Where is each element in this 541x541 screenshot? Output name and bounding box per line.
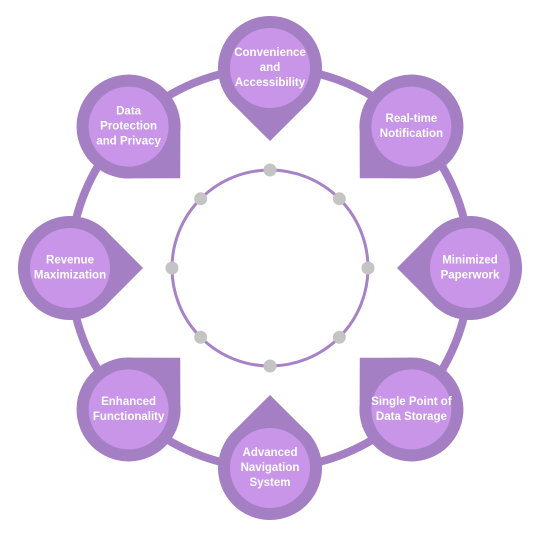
benefit-label-line: Revenue <box>46 255 94 267</box>
ring-dots <box>165 163 375 373</box>
ring-dot <box>194 192 208 206</box>
benefit-storage: Single Point of Data Storage <box>359 357 464 462</box>
connector-arc <box>437 162 468 221</box>
petal-shape <box>218 395 322 521</box>
connector-arc <box>317 70 376 101</box>
petal-inner <box>88 86 169 167</box>
petal-inner <box>371 369 452 450</box>
benefit-label-line: Accessibility <box>235 77 306 89</box>
petal-inner <box>371 86 452 167</box>
benefit-label-line: Maximization <box>34 270 106 282</box>
connector-arc <box>164 70 223 101</box>
petal-shape <box>359 357 464 462</box>
benefit-label-line: Functionality <box>93 411 165 423</box>
connectors <box>72 70 468 466</box>
benefit-label-line: Single Point of <box>371 396 452 408</box>
benefit-label-line: Data <box>116 106 142 118</box>
petal-inner <box>230 428 310 508</box>
benefit-label-line: System <box>250 477 291 489</box>
petal-shape <box>76 357 181 462</box>
benefit-label-line: Minimized <box>442 255 498 267</box>
benefit-petals: ConvenienceandAccessibilityReal-timeNoti… <box>18 15 522 521</box>
benefit-label-line: and <box>260 62 280 74</box>
connector-arc <box>72 162 103 221</box>
benefit-label-line: Convenience <box>234 47 306 59</box>
benefit-label-line: and Privacy <box>96 136 161 148</box>
benefit-label-line: Data Storage <box>376 411 447 423</box>
ring-dot <box>263 163 277 177</box>
benefit-label-line: Real-time <box>386 113 438 125</box>
benefit-label-line: Enhanced <box>101 396 156 408</box>
petal-shape <box>76 74 181 179</box>
petal-shape <box>359 74 464 179</box>
ring-dot <box>194 330 208 344</box>
connector-arc <box>164 435 223 466</box>
ring-dot <box>332 192 346 206</box>
petal-inner <box>88 369 169 450</box>
petal-shape <box>218 15 322 141</box>
benefit-label-line: Advanced <box>243 447 298 459</box>
petal-inner <box>430 228 510 308</box>
ring-dot <box>361 261 375 275</box>
benefit-label-line: Paperwork <box>441 270 500 282</box>
ring-dot <box>165 261 179 275</box>
connector-arc <box>72 315 103 374</box>
ring-dot <box>332 330 346 344</box>
benefit-label-line: Protection <box>100 121 157 133</box>
petal-shape <box>397 216 522 320</box>
connector-arc <box>437 315 468 374</box>
petal-inner <box>230 28 310 108</box>
petal-inner <box>30 228 110 308</box>
benefit-label-line: Navigation <box>241 462 300 474</box>
petal-shape <box>18 216 143 320</box>
ring-dot <box>263 359 277 373</box>
connector-arc <box>317 435 376 466</box>
benefit-label-line: Notification <box>380 128 443 140</box>
